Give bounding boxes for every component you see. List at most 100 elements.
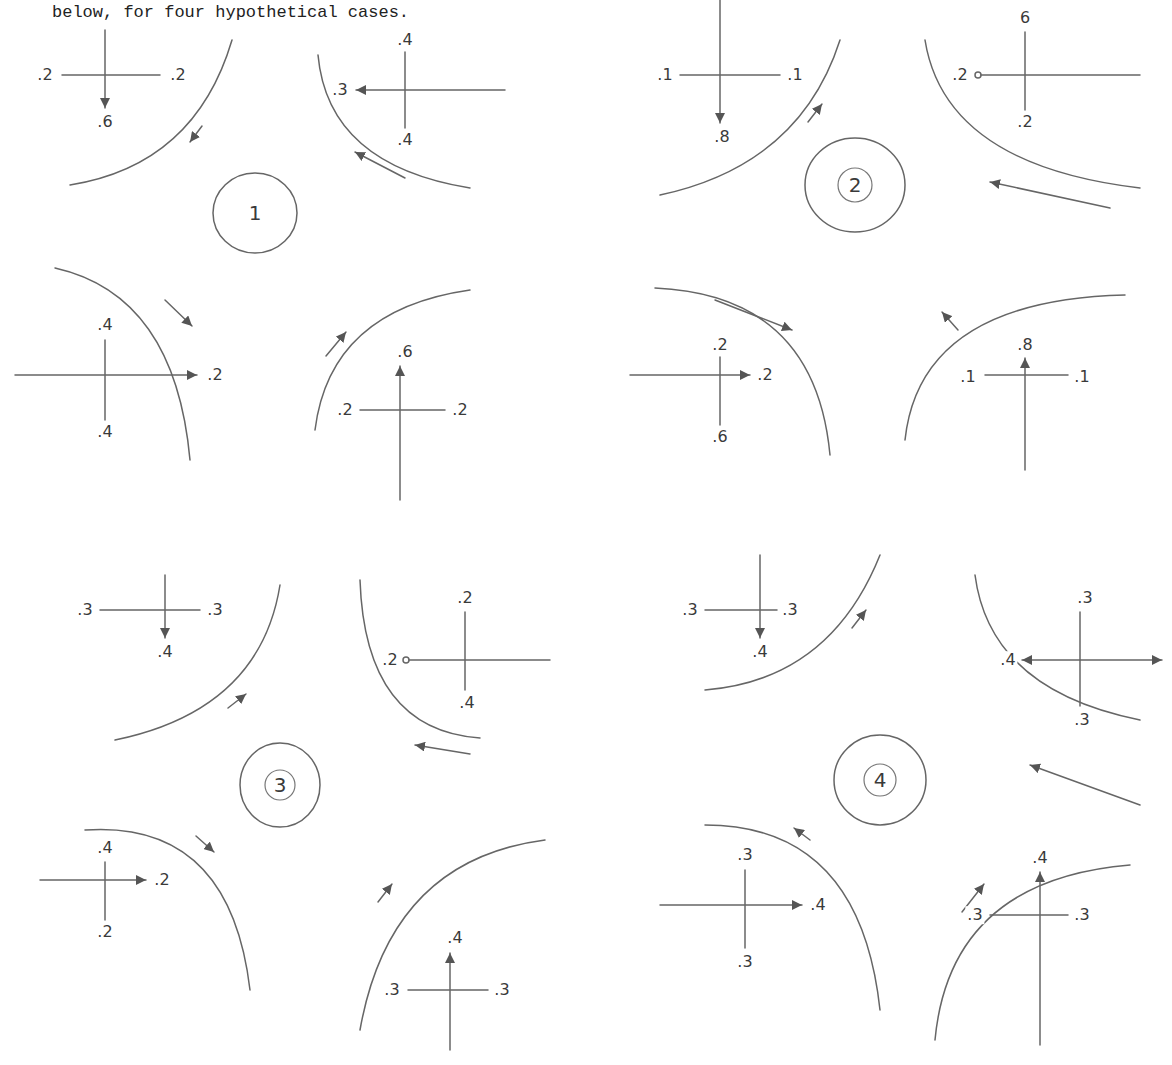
value-label: .2 xyxy=(380,651,399,669)
flow-curve xyxy=(655,288,830,455)
open-tip xyxy=(975,72,981,78)
flow-arrow xyxy=(852,610,866,628)
flow-arrow xyxy=(228,694,246,708)
value-label: .4 xyxy=(95,839,114,857)
flow-arrow xyxy=(355,152,405,178)
value-label: .4 xyxy=(1030,849,1049,867)
flow-arrow xyxy=(794,828,810,840)
value-label: .2 xyxy=(35,66,54,84)
cross-arm xyxy=(408,989,488,991)
cross-arrow xyxy=(449,953,451,1050)
centre-circle: 3 xyxy=(237,740,323,830)
flow-arrow xyxy=(990,182,1110,208)
value-label: .4 xyxy=(395,131,414,149)
cross-arm xyxy=(404,52,406,128)
value-label: .3 xyxy=(330,81,349,99)
outer-ring xyxy=(834,735,926,825)
value-label: .3 xyxy=(492,981,511,999)
value-label: .2 xyxy=(710,336,729,354)
flow-arrow xyxy=(190,126,202,142)
value-label: .2 xyxy=(450,401,469,419)
cross-arm xyxy=(990,914,1068,916)
inner-ring xyxy=(864,764,896,796)
cross-arm xyxy=(104,862,106,920)
flow-curve xyxy=(115,585,280,740)
flow-arrow xyxy=(715,300,792,330)
flow-curve xyxy=(935,865,1130,1040)
value-label: .1 xyxy=(655,66,674,84)
value-label: .1 xyxy=(785,66,804,84)
cross-arm xyxy=(360,409,445,411)
value-label: .3 xyxy=(1075,589,1094,607)
centre-circle: 4 xyxy=(831,732,929,828)
flow-arrow xyxy=(808,104,822,122)
case-number: 4 xyxy=(874,768,887,792)
cross-arrow xyxy=(759,555,761,638)
outer-ring xyxy=(240,743,320,827)
flow-curve xyxy=(705,555,880,690)
flow-curve xyxy=(85,829,250,990)
flow-arrow xyxy=(415,745,470,754)
cross-arm xyxy=(680,74,780,76)
cross-arrow xyxy=(630,374,750,376)
case-number: 2 xyxy=(849,173,862,197)
flow-curve xyxy=(975,575,1140,720)
value-label: 6 xyxy=(1018,9,1032,27)
flow-arrow xyxy=(165,300,192,326)
inner-ring xyxy=(838,168,872,202)
open-tip xyxy=(403,657,409,663)
cross-arm xyxy=(62,74,160,76)
outer-ring xyxy=(213,173,297,253)
value-label: .4 xyxy=(445,929,464,947)
centre-circle: 1 xyxy=(210,170,300,256)
flow-curve xyxy=(360,580,480,738)
inner-ring xyxy=(265,770,295,800)
flow-arrow xyxy=(326,332,346,356)
cross-arm xyxy=(705,609,777,611)
case-number: 3 xyxy=(274,773,287,797)
cross-arrow xyxy=(1022,659,1080,661)
value-label: .2 xyxy=(95,923,114,941)
cross-arrow xyxy=(1080,659,1162,661)
value-label: .2 xyxy=(755,366,774,384)
value-label: .2 xyxy=(455,589,474,607)
cross-arrow xyxy=(104,30,106,108)
cross-arm xyxy=(409,659,550,661)
case-number: 1 xyxy=(249,201,262,225)
cross-arm xyxy=(719,357,721,425)
value-label: .2 xyxy=(1015,113,1034,131)
cross-arrow xyxy=(660,904,802,906)
value-label: .4 xyxy=(155,643,174,661)
value-label: .2 xyxy=(335,401,354,419)
value-label: .4 xyxy=(457,694,476,712)
value-label: .1 xyxy=(1072,368,1091,386)
cross-arm xyxy=(981,74,1140,76)
flow-curve xyxy=(70,40,232,185)
value-label: .4 xyxy=(750,643,769,661)
value-label: .4 xyxy=(395,31,414,49)
value-label: .4 xyxy=(95,316,114,334)
flow-curve xyxy=(360,840,545,1030)
cross-arrow xyxy=(40,879,146,881)
value-label: .2 xyxy=(152,871,171,889)
value-label: .8 xyxy=(1015,336,1034,354)
value-label: .3 xyxy=(1072,906,1091,924)
value-label: .3 xyxy=(780,601,799,619)
flow-curve xyxy=(660,40,840,195)
value-label: .4 xyxy=(95,423,114,441)
value-label: .6 xyxy=(95,113,114,131)
cross-arrow xyxy=(356,89,505,91)
cross-arm xyxy=(100,609,200,611)
flow-arrow xyxy=(378,884,392,902)
value-label: .3 xyxy=(735,846,754,864)
flow-curve xyxy=(705,825,880,1010)
outer-ring xyxy=(805,138,905,232)
cross-arrow xyxy=(164,575,166,638)
value-label: .2 xyxy=(205,366,224,384)
value-label: .3 xyxy=(205,601,224,619)
flow-curve xyxy=(318,55,470,188)
heading-text: below, for four hypothetical cases. xyxy=(50,4,411,23)
value-label: .8 xyxy=(712,128,731,146)
cross-arm xyxy=(464,612,466,690)
